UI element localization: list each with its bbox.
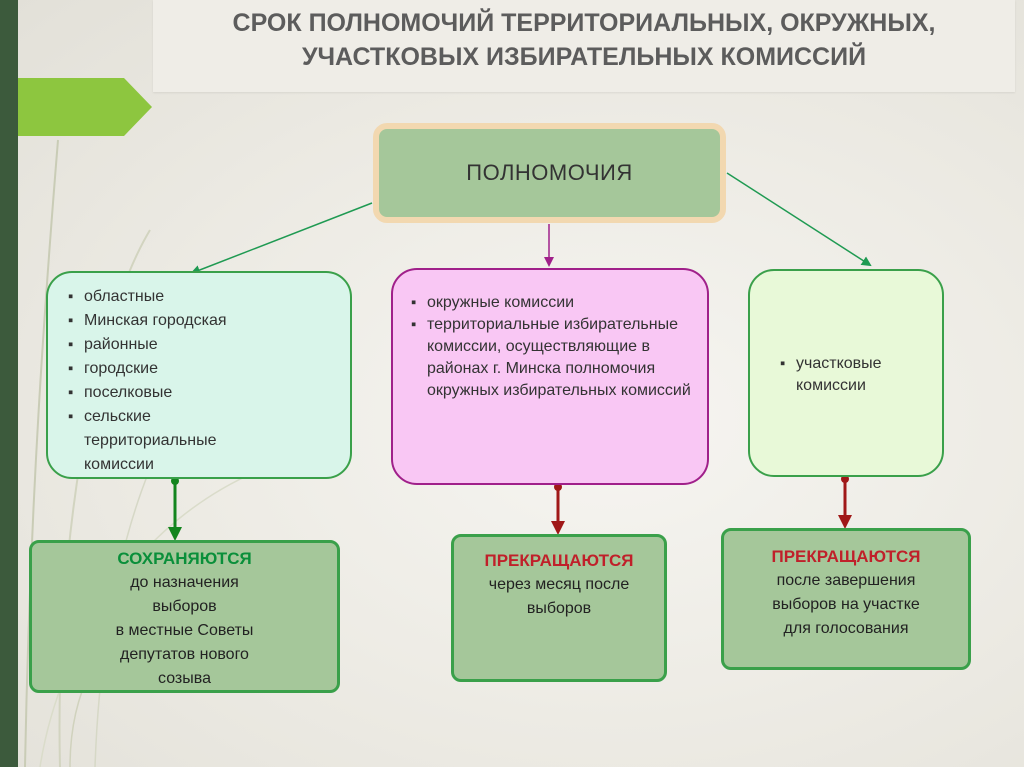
list-item: окружные комиссии (411, 292, 697, 314)
result-line: до назначения (130, 574, 239, 591)
precinct-commissions-box: участковые комиссии (748, 269, 944, 477)
result-heading: ПРЕКРАЩАЮТСЯ (484, 551, 634, 570)
list-item: поселковые (68, 381, 336, 405)
green-arrow-flag (18, 78, 152, 136)
result-heading: ПРЕКРАЩАЮТСЯ (771, 547, 921, 566)
list-item: областные (68, 285, 336, 309)
result-line: после завершения (776, 572, 916, 589)
result-line: через месяц после (488, 576, 630, 593)
result-line: выборов (152, 598, 217, 615)
result-box-terminated-month: ПРЕКРАЩАЮТСЯ через месяц после выборов (451, 534, 667, 682)
result-line: депутатов нового (120, 646, 249, 663)
result-line: выборов (526, 600, 592, 617)
result-box-terminated-after-election: ПРЕКРАЩАЮТСЯ после завершения выборов на… (721, 528, 971, 670)
list-item: территориальные избирательные комиссии, … (411, 314, 697, 402)
result-line: выборов на участке (772, 596, 920, 613)
list-item: районные (68, 333, 336, 357)
title-line-1: СРОК ПОЛНОМОЧИЙ ТЕРРИТОРИАЛЬНЫХ, ОКРУЖНЫ… (232, 9, 936, 37)
district-commissions-box: окружные комиссии территориальные избира… (391, 268, 709, 485)
territorial-commissions-box: областные Минская городская районные гор… (46, 271, 352, 479)
list-item: участковые комиссии (780, 353, 932, 397)
list-item: сельские территориальные комиссии (68, 405, 336, 477)
left-accent-strip (0, 0, 18, 767)
result-box-retained: СОХРАНЯЮТСЯ до назначения выборов в мест… (29, 540, 340, 693)
title-bar (153, 0, 1015, 92)
result-line: в местные Советы (115, 622, 254, 639)
title-line-2: УЧАСТКОВЫХ ИЗБИРАТЕЛЬНЫХ КОМИССИЙ (301, 43, 867, 71)
list-item: Минская городская (68, 309, 336, 333)
result-line: для голосования (783, 620, 909, 637)
result-line: созыва (158, 670, 211, 687)
powers-box: ПОЛНОМОЧИЯ (373, 123, 726, 223)
page-title: СРОК ПОЛНОМОЧИЙ ТЕРРИТОРИАЛЬНЫХ, ОКРУЖНЫ… (153, 6, 1015, 74)
powers-label: ПОЛНОМОЧИЯ (466, 160, 633, 185)
list-item: городские (68, 357, 336, 381)
result-heading: СОХРАНЯЮТСЯ (117, 549, 252, 568)
